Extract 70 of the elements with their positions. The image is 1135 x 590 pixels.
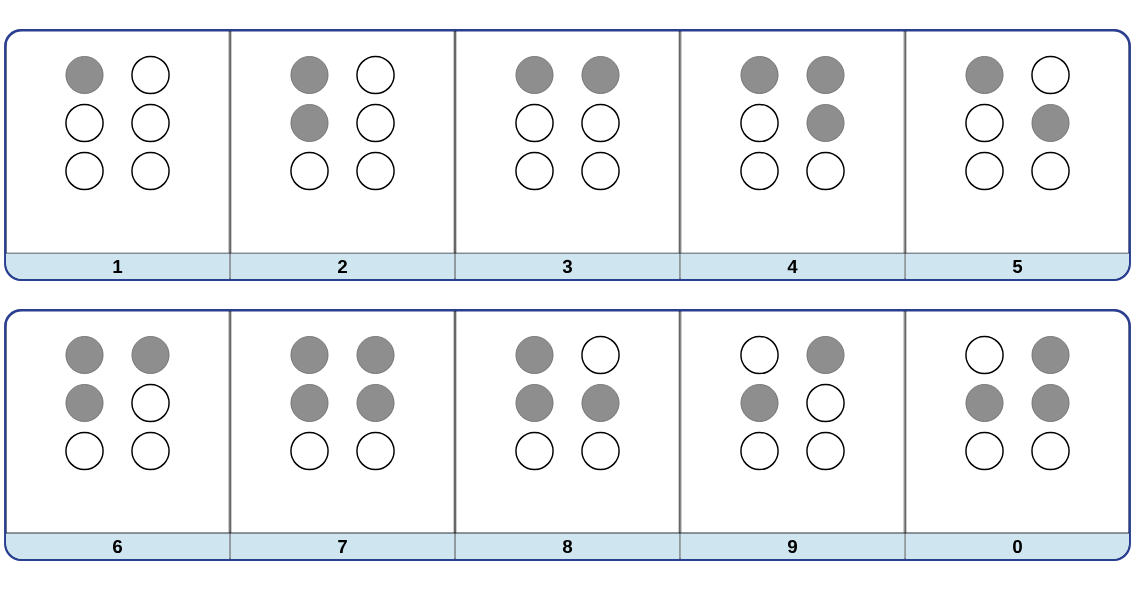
braille-cell: 8 [454,311,681,559]
braille-dot [965,384,1004,422]
braille-dot [290,336,329,374]
braille-dot [131,431,170,471]
braille-dot [515,384,554,422]
braille-dot [131,103,170,143]
braille-dot [965,431,1004,471]
braille-dot [65,336,104,374]
braille-dot [131,383,170,423]
braille-dot [356,431,395,471]
braille-dot [740,103,779,143]
braille-cell: 7 [229,311,456,559]
braille-dot [740,431,779,471]
braille-dot [515,431,554,471]
braille-dot [581,151,620,191]
braille-dot [290,104,329,142]
braille-dot [515,103,554,143]
braille-dot [740,151,779,191]
braille-cell: 3 [454,31,681,279]
braille-dot [356,336,395,374]
braille-dot [965,335,1004,375]
braille-dot [965,56,1004,94]
braille-dot [356,103,395,143]
braille-dot [290,384,329,422]
braille-dot [356,384,395,422]
braille-dot [1031,104,1070,142]
braille-dot [581,56,620,94]
braille-dot [581,103,620,143]
braille-dot [806,383,845,423]
braille-dot [515,151,554,191]
braille-dot [581,384,620,422]
braille-dot [131,151,170,191]
braille-dot [131,55,170,95]
braille-dot [290,56,329,94]
braille-dot [740,56,779,94]
braille-dot [965,151,1004,191]
braille-dot [806,104,845,142]
braille-dot [1031,431,1070,471]
braille-cell: 2 [229,31,456,279]
braille-cell: 5 [904,31,1129,279]
braille-dot [1031,151,1070,191]
braille-dot [806,336,845,374]
braille-dot [806,151,845,191]
braille-dot [1031,336,1070,374]
braille-cell: 1 [6,31,231,279]
braille-dot [356,151,395,191]
braille-dot [65,431,104,471]
braille-dot [290,431,329,471]
braille-dot [515,56,554,94]
braille-dot [965,103,1004,143]
braille-dot [290,151,329,191]
braille-dot [581,335,620,375]
braille-dot [740,384,779,422]
braille-dot [740,335,779,375]
braille-dot [65,151,104,191]
braille-dot [65,103,104,143]
braille-dot [1031,384,1070,422]
braille-dot [1031,55,1070,95]
braille-dot [515,336,554,374]
braille-cell: 0 [904,311,1129,559]
braille-cell: 6 [6,311,231,559]
braille-dot [65,56,104,94]
braille-cell: 4 [679,31,906,279]
braille-dot [131,336,170,374]
braille-dot [581,431,620,471]
braille-dot [806,431,845,471]
braille-dot [65,384,104,422]
braille-dot [356,55,395,95]
braille-dot [806,56,845,94]
braille-cell: 9 [679,311,906,559]
